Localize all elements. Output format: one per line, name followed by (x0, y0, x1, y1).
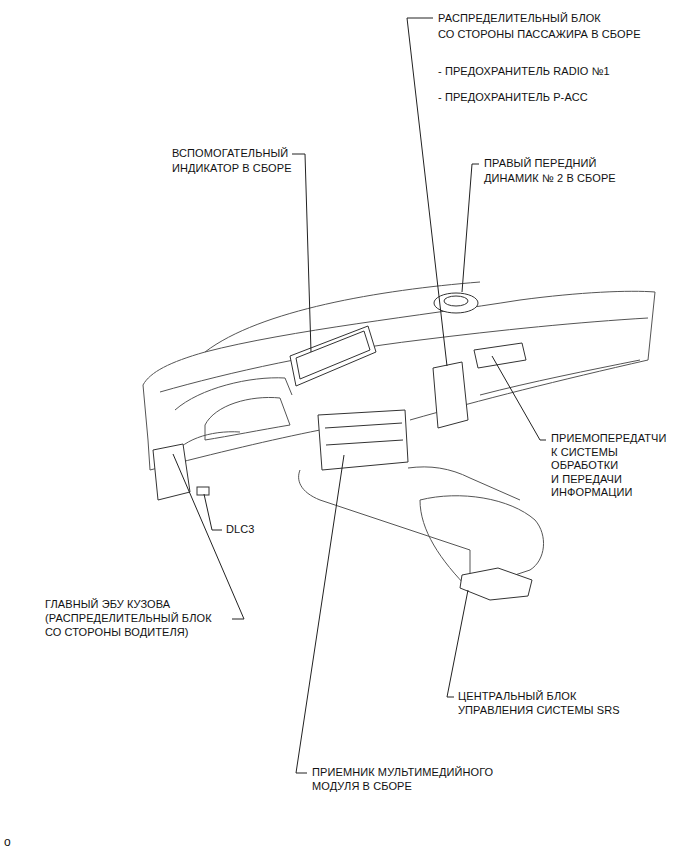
center-panel-slot (326, 440, 403, 445)
leader-line (447, 590, 468, 697)
part-label: РАСПРЕДЕЛИТЕЛЬНЫЙ БЛОК СО СТОРОНЫ ПАССАЖ… (438, 10, 641, 42)
leader-lines (173, 18, 546, 773)
dlc3-connector (197, 487, 209, 495)
part-label: ПРИЕМОПЕРЕДАТЧИ К СИСТЕМЫ ОБРАБОТКИ И ПЕ… (551, 432, 667, 500)
dash-top (160, 318, 648, 392)
windshield-line (143, 291, 655, 385)
part-label: ПРИЕМНИК МУЛЬТИМЕДИЙНОГО МОДУЛЯ В СБОРЕ (312, 765, 493, 793)
transceiver (474, 343, 526, 368)
part-label: o (4, 835, 11, 850)
multi-display (290, 326, 376, 386)
leader-line (492, 356, 546, 440)
part-label: - ПРЕДОХРАНИТЕЛЬ P-ACC (438, 89, 588, 105)
passenger-junction-block (433, 362, 468, 428)
console-left (299, 470, 470, 550)
part-label: ГЛАВНЫЙ ЭБУ КУЗОВА (РАСПРЕДЕЛИТЕЛЬНЫЙ БЛ… (45, 597, 212, 639)
leader-line (204, 494, 222, 530)
cluster-face (205, 397, 290, 440)
center-panel (318, 410, 408, 470)
cluster-hood (175, 378, 292, 410)
part-label: ВСПОМОГАТЕЛЬНЫЙ ИНДИКАТОР В СБОРЕ (172, 146, 292, 176)
console-right (408, 467, 520, 500)
body-ecu (153, 444, 190, 500)
part-label: - ПРЕДОХРАНИТЕЛЬ RADIO №1 (438, 63, 610, 79)
part-label: DLC3 (226, 522, 255, 537)
leader-line (462, 164, 479, 292)
leader-line (292, 154, 311, 352)
leader-line (173, 454, 244, 619)
multi-display-screen (296, 331, 370, 379)
srs-unit (460, 568, 532, 600)
part-label: ЦЕНТРАЛЬНЫЙ БЛОК УПРАВЛЕНИЯ СИСТЕМЫ SRS (458, 689, 620, 717)
leader-line (296, 455, 344, 773)
parts (153, 293, 532, 600)
speaker-inner (444, 296, 468, 306)
dash-edge (143, 385, 150, 470)
part-label: ПРАВЫЙ ПЕРЕДНИЙ ДИНАМИК № 2 В СБОРЕ (484, 156, 616, 186)
center-panel-slot (325, 423, 402, 428)
